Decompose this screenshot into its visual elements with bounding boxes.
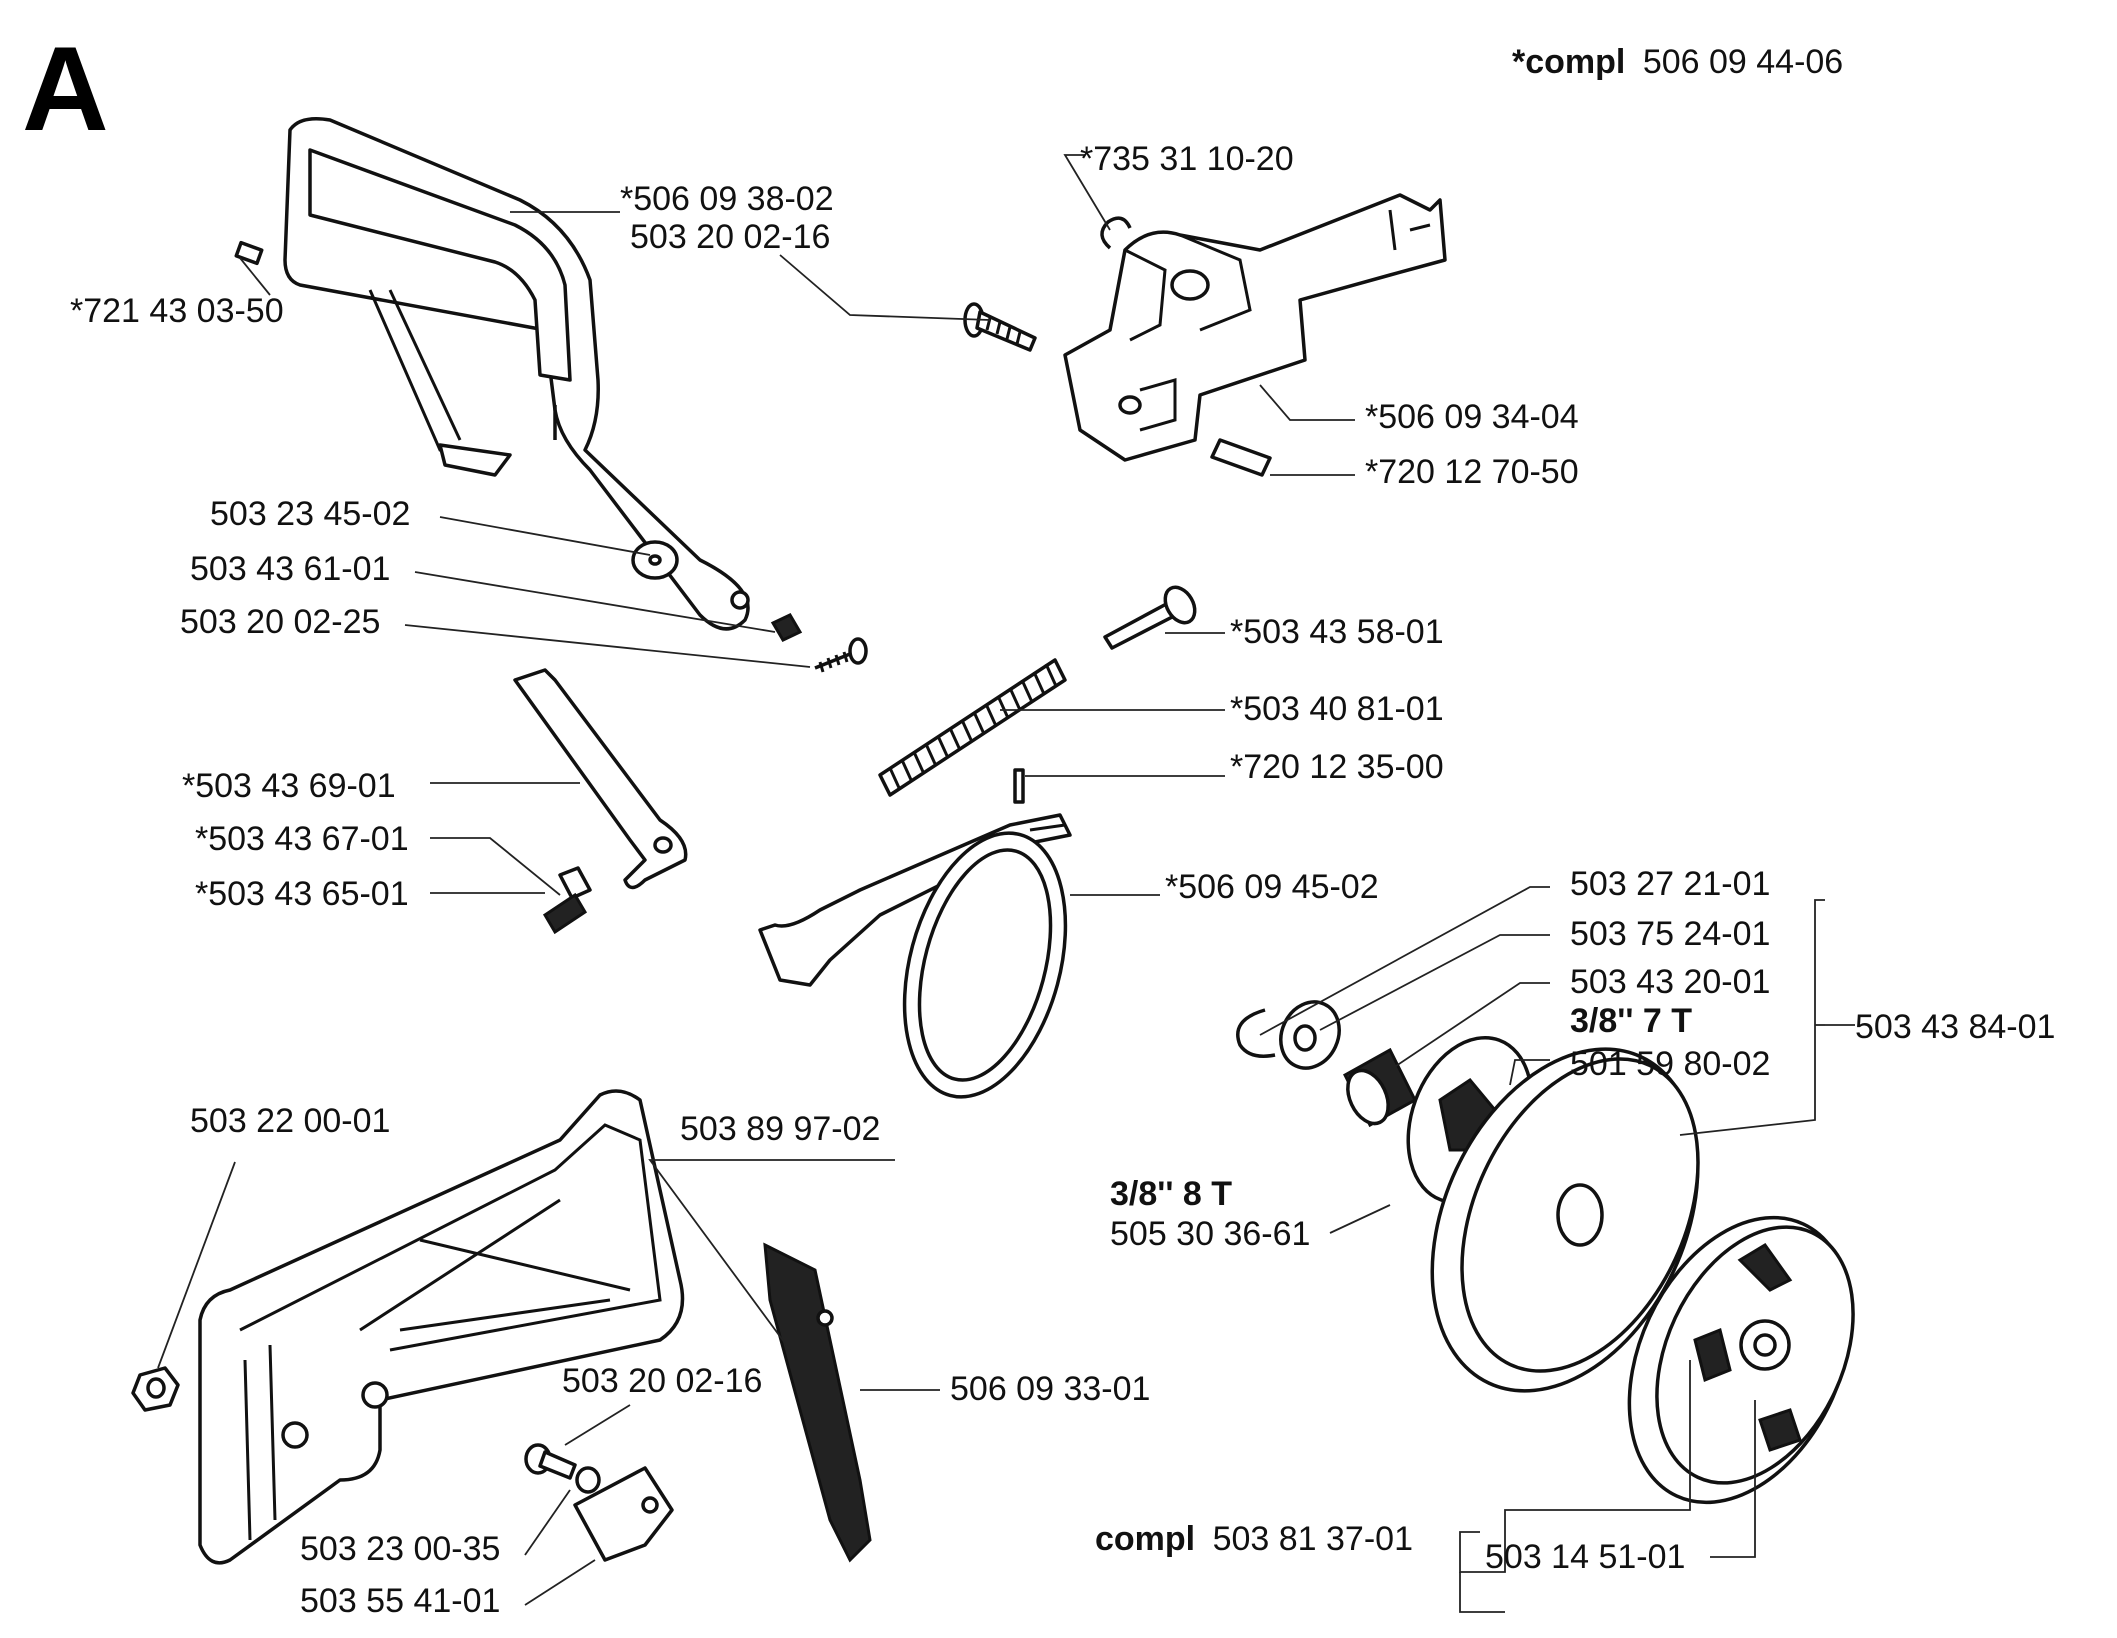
label-503-43-84-01: 503 43 84-01 [1855, 1008, 2055, 1046]
assembly-note-prefix: *compl [1512, 43, 1625, 81]
label-501-59-80-02: 501 59 80-02 [1570, 1045, 1770, 1083]
pivot-part [558, 866, 592, 900]
brake-bracket-part [1063, 193, 1447, 462]
clutch-part [1627, 1215, 1855, 1505]
label-503-20-02-16-top: 503 20 02-16 [630, 218, 830, 256]
circlip-part-2 [1236, 1008, 1276, 1058]
screw-part-bottom [524, 1443, 577, 1480]
hand-guard-part [283, 117, 750, 631]
label-503-20-02-16-bottom: 503 20 02-16 [562, 1362, 762, 1400]
label-503-43-61-01: 503 43 61-01 [190, 550, 390, 588]
label-506-09-38-02: *506 09 38-02 [620, 180, 834, 218]
label-503-55-41-01: 503 55 41-01 [300, 1582, 500, 1620]
label-503-43-65-01: *503 43 65-01 [195, 875, 409, 913]
chain-guide-plate-part [763, 1242, 872, 1563]
label-spec-7t: 3/8'' 7 T [1570, 1002, 1692, 1040]
section-letter: A [22, 22, 109, 156]
label-720-12-35-00: *720 12 35-00 [1230, 748, 1444, 786]
assembly-note-part: 506 09 44-06 [1643, 43, 1843, 81]
screw-part-top [963, 302, 1037, 352]
spring-small-part [542, 892, 588, 935]
pivot-pin-part [1103, 585, 1197, 650]
label-506-09-34-04: *506 09 34-04 [1365, 398, 1579, 436]
label-503-23-45-02: 503 23 45-02 [210, 495, 410, 533]
label-503-20-02-25: 503 20 02-25 [180, 603, 380, 641]
compl-prefix: compl [1095, 1520, 1195, 1558]
label-503-43-67-01: *503 43 67-01 [195, 820, 409, 858]
brake-lever-part [513, 668, 688, 890]
spring-part [878, 658, 1067, 797]
leader-lines [157, 154, 1855, 1613]
label-503-43-20-01: 503 43 20-01 [1570, 963, 1770, 1001]
label-506-09-33-01: 506 09 33-01 [950, 1370, 1150, 1408]
chain-catcher-part [573, 1466, 674, 1562]
washer-part-3 [575, 1466, 601, 1494]
clutch-drum-part [1430, 1047, 1700, 1393]
label-503-43-69-01: *503 43 69-01 [182, 767, 396, 805]
circlip-part [1100, 216, 1132, 250]
label-720-12-70-50: *720 12 70-50 [1365, 453, 1579, 491]
assembly-note: *compl 506 09 44-06 [1512, 43, 1843, 81]
roll-pin-part [1013, 768, 1025, 804]
label-735-31-10-20: *735 31 10-20 [1080, 140, 1294, 178]
pin-part-2 [1210, 438, 1272, 477]
label-503-14-51-01: 503 14 51-01 [1485, 1538, 1685, 1576]
compl-part: 503 81 37-01 [1213, 1520, 1413, 1558]
label-503-75-24-01: 503 75 24-01 [1570, 915, 1770, 953]
pin-part [234, 240, 264, 266]
screw-part [814, 637, 868, 673]
label-503-27-21-01: 503 27 21-01 [1570, 865, 1770, 903]
nut-part [131, 1366, 180, 1412]
brake-band-part [758, 813, 1072, 1099]
label-503-43-58-01: *503 43 58-01 [1230, 613, 1444, 651]
bushing-part [770, 613, 803, 642]
label-503-89-97-02: 503 89 97-02 [680, 1110, 880, 1148]
label-505-30-36-61: 505 30 36-61 [1110, 1215, 1310, 1253]
label-compl-503-81-37-01: compl 503 81 37-01 [1095, 1520, 1413, 1558]
clutch-cover-part [198, 1089, 685, 1565]
label-503-23-00-35: 503 23 00-35 [300, 1530, 500, 1568]
label-spec-8t: 3/8'' 8 T [1110, 1175, 1232, 1213]
washer-part-2 [1279, 1000, 1341, 1070]
label-503-40-81-01: *503 40 81-01 [1230, 690, 1444, 728]
needle-bearing-part [1343, 1047, 1417, 1128]
label-721-43-03-50: *721 43 03-50 [70, 292, 284, 330]
label-503-22-00-01: 503 22 00-01 [190, 1102, 390, 1140]
label-506-09-45-02: *506 09 45-02 [1165, 868, 1379, 906]
